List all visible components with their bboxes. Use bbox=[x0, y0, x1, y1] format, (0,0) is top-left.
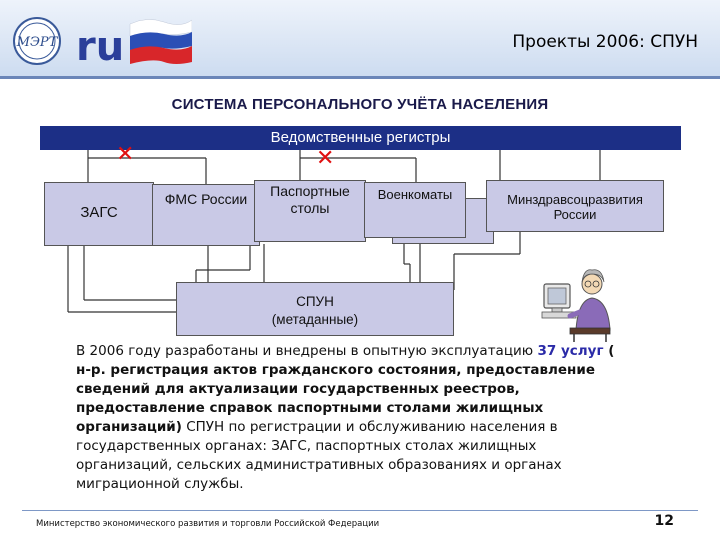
zags-box: ЗАГС bbox=[44, 182, 154, 246]
header-band bbox=[0, 0, 720, 76]
footer-organization: Министерство экономического развития и т… bbox=[36, 519, 380, 529]
footer-divider bbox=[22, 510, 698, 511]
spun-box: СПУН (метаданные) bbox=[176, 282, 454, 336]
x-mark-middle: ✕ bbox=[316, 146, 335, 171]
passport-label-2: столы bbox=[290, 200, 330, 216]
page-number: 12 bbox=[654, 513, 674, 529]
ru-logo: ru bbox=[76, 19, 192, 70]
zags-label: ЗАГС bbox=[80, 204, 118, 221]
fms-label: ФМС России bbox=[164, 191, 248, 207]
health-label-1: Минздравсоцразвития bbox=[507, 192, 643, 207]
health-label-2: России bbox=[553, 207, 597, 222]
svg-text:МЭРТ: МЭРТ bbox=[16, 35, 59, 50]
slide-title: Проекты 2006: СПУН bbox=[512, 32, 698, 52]
fms-box: ФМС России bbox=[152, 184, 260, 246]
description-rest: СПУН по регистрации и обслуживанию насел… bbox=[76, 419, 562, 492]
services-examples: ( н-р. регистрация актов гражданского со… bbox=[76, 343, 615, 435]
header-divider bbox=[0, 76, 720, 79]
health-ministry-box: Минздравсоцразвития России bbox=[486, 180, 664, 232]
main-heading: СИСТЕМА ПЕРСОНАЛЬНОГО УЧЁТА НАСЕЛЕНИЯ bbox=[171, 96, 549, 113]
person-at-computer-illustration bbox=[541, 269, 611, 342]
military-label: Военкоматы bbox=[377, 187, 453, 202]
spun-label-1: СПУН bbox=[296, 294, 334, 309]
ministry-seal-logo: МЭРТ bbox=[13, 17, 61, 65]
passport-offices-box: Паспортные столы bbox=[254, 180, 366, 242]
passport-label-1: Паспортные bbox=[270, 183, 350, 199]
military-offices-box: Военкоматы bbox=[364, 182, 466, 238]
services-count: 37 услуг bbox=[537, 343, 604, 359]
x-mark-left: ✕ bbox=[116, 142, 135, 167]
description-paragraph: В 2006 году разработаны и внедрены в опы… bbox=[76, 342, 616, 494]
description-intro: В 2006 году разработаны и внедрены в опы… bbox=[76, 343, 534, 359]
svg-text:ru: ru bbox=[76, 24, 124, 70]
spun-label-2: (метаданные) bbox=[271, 312, 359, 327]
registers-bar: Ведомственные регистры bbox=[40, 126, 681, 150]
